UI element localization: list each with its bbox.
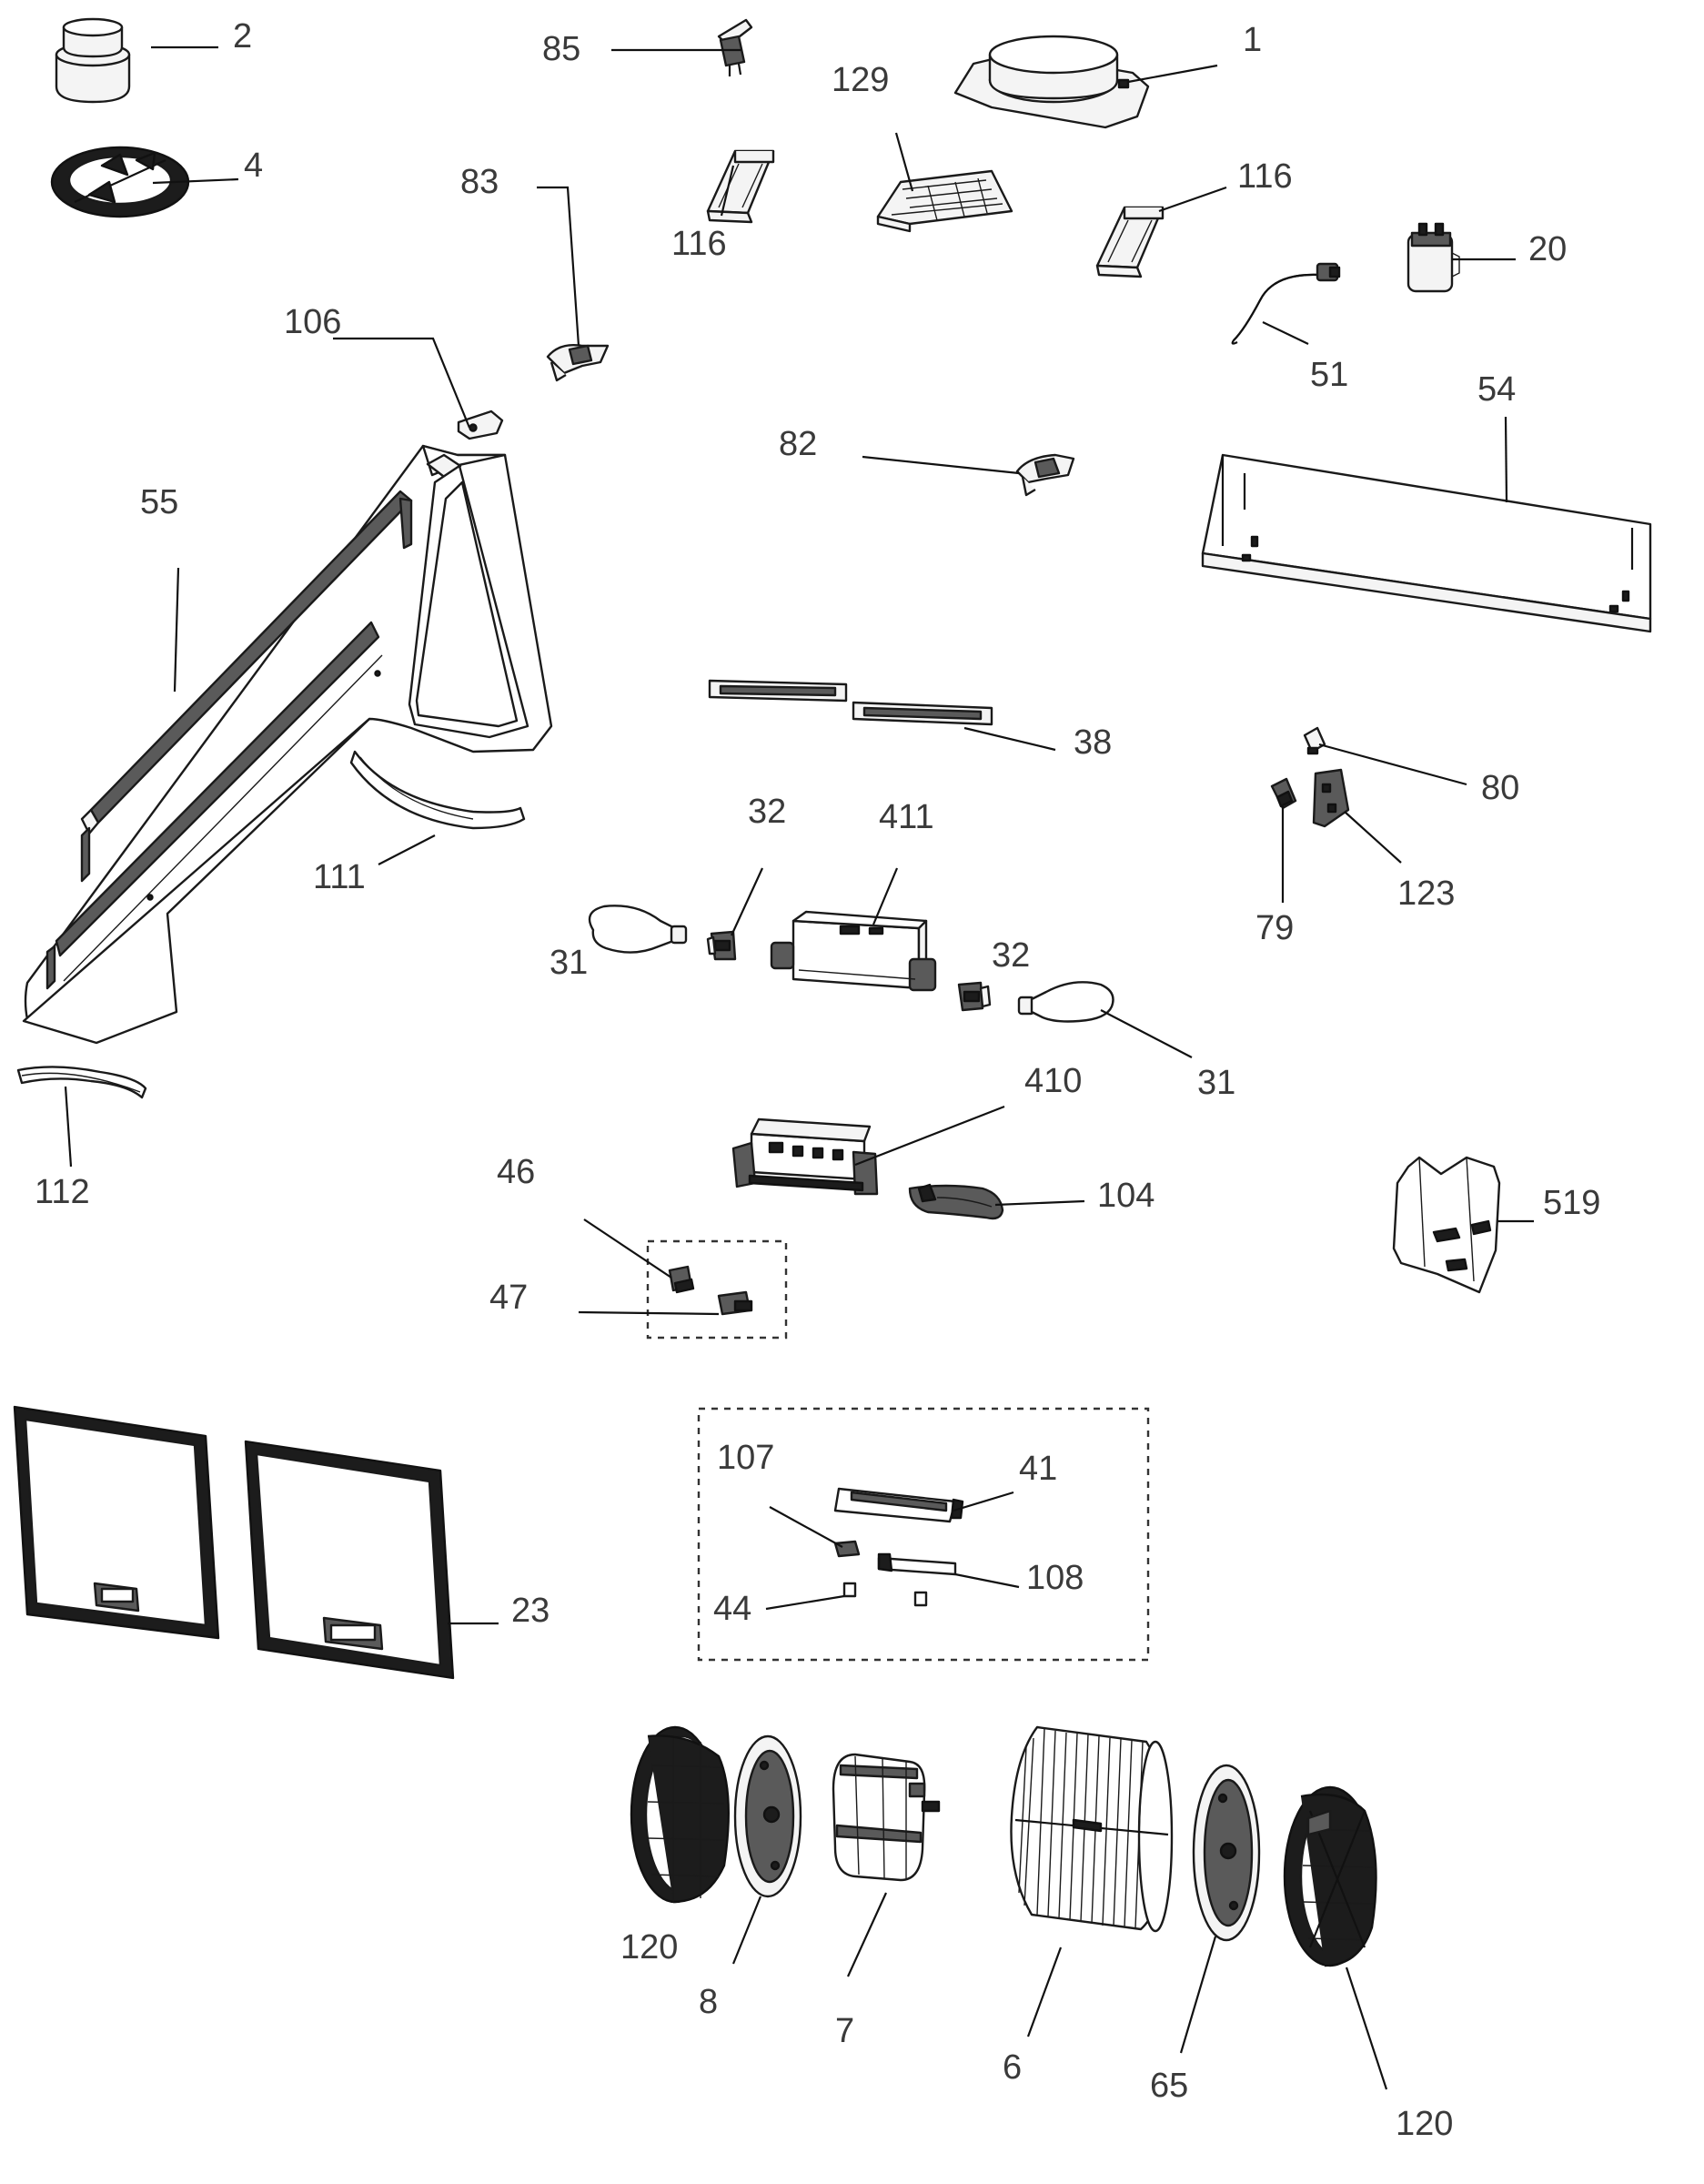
label-part-31-right: 31 <box>1197 1064 1235 1102</box>
label-part-107: 107 <box>717 1439 774 1477</box>
label-part-120-right: 120 <box>1396 2105 1453 2143</box>
part-85-clip <box>717 18 753 76</box>
label-part-1: 1 <box>1243 21 1262 59</box>
part-411-lamp-box <box>770 910 937 992</box>
label-part-6: 6 <box>1003 2048 1022 2087</box>
part-80-switch <box>1303 726 1326 755</box>
label-part-54: 54 <box>1477 370 1516 409</box>
label-part-32-top: 32 <box>748 793 786 831</box>
leader-lines <box>64 46 1534 2090</box>
label-part-32-right: 32 <box>992 936 1030 975</box>
label-part-55: 55 <box>140 483 178 521</box>
part-120-fan-cover-right <box>1283 1785 1377 1967</box>
part-labels: 2 4 85 1 129 116 116 83 20 106 51 54 82 … <box>35 17 1600 2143</box>
label-part-79: 79 <box>1255 909 1294 947</box>
part-120-fan-cover-left <box>630 1725 730 1904</box>
label-part-129: 129 <box>832 61 889 99</box>
label-part-20: 20 <box>1528 230 1567 268</box>
label-part-116-left: 116 <box>671 225 727 263</box>
part-20-capacitor <box>1407 222 1460 293</box>
part-123-switch-plate <box>1312 768 1350 828</box>
part-32-lampholder-left <box>706 930 737 961</box>
label-part-2: 2 <box>233 17 252 56</box>
part-112-trim-strip <box>16 1066 147 1099</box>
label-part-116-right: 116 <box>1237 157 1293 196</box>
part-32-lampholder-right <box>957 981 992 1012</box>
label-part-123: 123 <box>1397 875 1455 913</box>
label-part-106: 106 <box>284 303 341 341</box>
part-23-grease-filters <box>13 1405 455 1680</box>
label-part-51: 51 <box>1310 356 1348 394</box>
part-8-motor-plate <box>733 1734 802 1898</box>
part-83-clip <box>546 344 610 382</box>
part-79-connector <box>1270 777 1297 810</box>
part-7-motor <box>832 1753 941 1882</box>
part-65-back-plate <box>1192 1764 1261 1942</box>
label-part-120-left: 120 <box>620 1928 678 1967</box>
label-part-38: 38 <box>1074 723 1112 762</box>
part-54-front-panel <box>1201 453 1652 633</box>
part-129-grille <box>876 169 1013 233</box>
label-part-41: 41 <box>1019 1450 1057 1488</box>
label-part-85: 85 <box>542 30 580 68</box>
label-part-7: 7 <box>835 2012 854 2050</box>
label-part-65: 65 <box>1150 2067 1188 2105</box>
part-519-hardware-bag <box>1392 1156 1501 1294</box>
part-6-blower-wheel <box>1010 1725 1174 1933</box>
part-82-clip <box>1015 453 1075 497</box>
label-part-23: 23 <box>511 1592 550 1630</box>
label-part-47: 47 <box>489 1279 528 1317</box>
label-part-104: 104 <box>1097 1177 1154 1215</box>
part-31-bulb-left <box>588 905 688 954</box>
part-46-47-group <box>646 1239 788 1340</box>
part-106-bracket <box>457 410 504 440</box>
label-part-83: 83 <box>460 163 499 201</box>
label-part-8: 8 <box>699 1983 718 2021</box>
label-part-46: 46 <box>497 1153 535 1191</box>
label-part-31-left: 31 <box>550 944 588 982</box>
label-part-519: 519 <box>1543 1184 1600 1222</box>
label-part-410: 410 <box>1024 1062 1082 1100</box>
label-part-4: 4 <box>244 147 263 185</box>
part-104-cable-lead <box>908 1183 1004 1220</box>
label-part-80: 80 <box>1481 769 1519 807</box>
label-part-82: 82 <box>779 425 817 463</box>
label-part-112: 112 <box>35 1173 90 1211</box>
part-410-switch-box <box>731 1117 879 1196</box>
part-55-hood-canopy <box>22 444 553 1045</box>
label-part-44: 44 <box>713 1590 751 1628</box>
part-116-bracket-right <box>1095 206 1165 278</box>
label-part-108: 108 <box>1026 1559 1084 1597</box>
part-2-duct-adapter <box>55 17 131 104</box>
part-51-power-cable <box>1231 262 1341 345</box>
part-1-outlet-flange <box>953 35 1150 129</box>
label-part-411: 411 <box>879 798 934 836</box>
part-111-trim-strip <box>349 750 526 830</box>
part-38-light-frames <box>708 679 993 726</box>
label-part-111: 111 <box>313 858 366 896</box>
part-116-bracket-left <box>706 149 775 224</box>
part-31-bulb-right <box>1017 981 1114 1023</box>
